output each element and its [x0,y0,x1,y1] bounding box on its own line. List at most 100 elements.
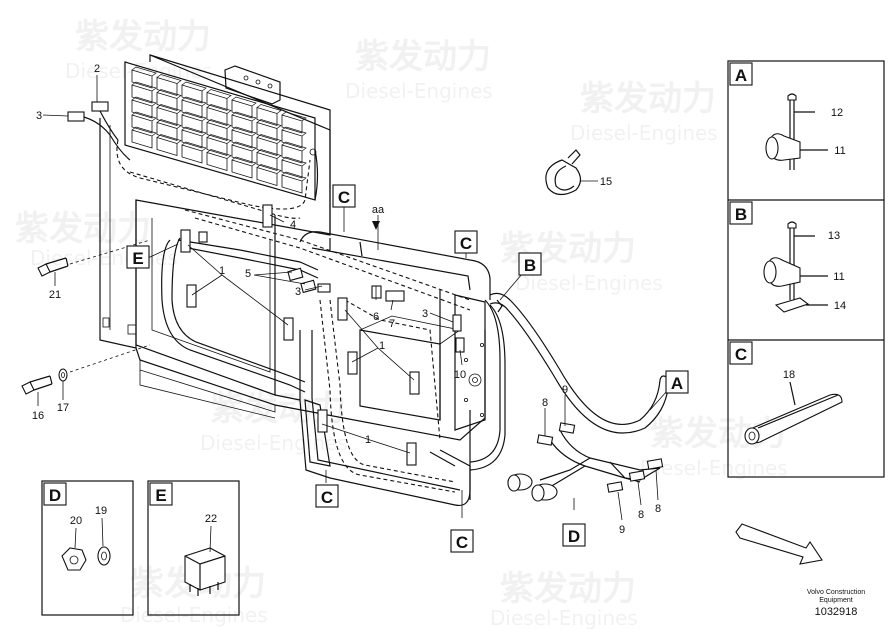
drawing-number: 1032918 [815,606,858,618]
leader-lines [37,75,668,521]
relay-cell-top [156,134,182,144]
svg-text:D: D [568,527,580,546]
relay-cell [281,174,303,194]
relay-cell [256,106,278,127]
connector-3 [67,111,85,122]
front-frame-top [299,231,491,300]
callout-1-center: 1 [379,340,385,352]
watermark-2: 紫发动力 Diesel-Engines [345,37,493,103]
marker-C-top: C [332,184,356,208]
relay-cell [256,121,278,142]
marker-B: B [518,252,542,276]
callout-11-a: 11 [834,145,845,157]
side-plate [454,294,486,431]
relay-cell-top [156,89,182,99]
watermark-en: Diesel-Engines [640,456,788,480]
callout-8-bottom: 8 [638,509,644,521]
relay-cell-top [206,134,232,144]
callout-5: 5 [245,268,251,280]
washer-19 [97,546,111,566]
callout-18: 18 [783,369,795,381]
detail-panels: A 12 11 B 13 11 14 [727,60,885,478]
svg-text:D: D [49,486,61,505]
relay-cell-top [206,119,232,129]
relay-cell [131,129,153,149]
watermark-en: Diesel-Engines [30,246,178,270]
footer-brand-line2: Equipment [819,597,853,604]
connector-2 [91,101,109,112]
callout-21: 21 [49,289,61,301]
relay-cell [206,121,228,142]
relay-cell [156,106,178,127]
harness-right-outer [489,292,671,425]
relay-cell [231,129,253,149]
relay-cell-top [131,96,157,107]
relay-cell [181,129,203,149]
callout-7: 7 [389,318,395,330]
marker-C-right: C [454,230,478,254]
watermark-cn: 紫发动力 [500,569,636,609]
watermark-3: 紫发动力 Diesel-Engines [570,79,718,145]
relay-cell [131,69,153,89]
relay-cell-top [156,119,182,129]
callout-11-b: 11 [833,271,844,283]
relay-cell [206,91,228,112]
marker-A: A [665,370,689,394]
callout-6: 6 [373,311,379,323]
relay-cell [231,114,253,134]
bolt-21 [37,257,69,277]
relay-cell [131,114,153,134]
svg-text:C: C [338,188,350,207]
relay-cell [181,114,203,134]
callout-13: 13 [828,230,840,242]
callout-19: 19 [95,505,107,517]
watermark-4: 紫发动力 Diesel-Engines [15,209,178,270]
relay-cell [156,76,178,97]
main-assembly: 2 3 4 1 5 3 6 7 3 1 10 1 21 16 17 9 8 9 … [21,54,689,553]
relay-cell-top [231,96,257,107]
svg-text:E: E [132,249,143,268]
relay-cell-top [131,126,157,137]
detail-C: C 18 [729,341,843,445]
relay-cell-top [231,126,257,137]
callout-20: 20 [70,515,82,527]
relay-cell-top [231,111,257,122]
footer-brand-line1: Volvo Construction [807,589,865,596]
watermark-en: Diesel-Engines [490,606,638,629]
callout-2: 2 [94,63,100,75]
relay-cell [256,151,278,172]
callout-14: 14 [834,300,846,312]
watermark-en: Diesel-Engines [570,121,718,145]
relay-cell-top [131,81,157,92]
relay-cell [131,84,153,104]
relay-cell-top [281,171,307,182]
callout-17: 17 [57,402,69,414]
callout-9-bottom: 9 [619,524,625,536]
relay-cell-top [131,66,157,77]
callout-1-left: 1 [219,265,225,277]
relay-cell [256,136,278,157]
cable-tie-15: 15 [545,149,612,196]
relay-cell [181,144,203,164]
relay-block [124,61,316,201]
watermark-en: Diesel-Engines [345,79,493,103]
svg-text:A: A [735,66,747,85]
relay-cell [156,136,178,157]
callout-15: 15 [600,176,612,188]
harness-left-outer [161,239,306,393]
callout-9-top: 9 [562,384,568,396]
sub-harness [507,422,664,502]
relay-cell [231,144,253,164]
relay-cell [181,84,203,104]
watermark-cn: 紫发动力 [75,17,211,57]
relay-cell-top [181,141,207,152]
harness-connectors [67,101,465,466]
relay-cell [156,91,178,112]
detail-E: E 22 [147,480,240,616]
back-panel [99,54,331,349]
relay-cell-top [206,89,232,99]
top-bracket [224,65,281,105]
svg-text:C: C [456,533,468,552]
svg-text:B: B [524,256,536,275]
